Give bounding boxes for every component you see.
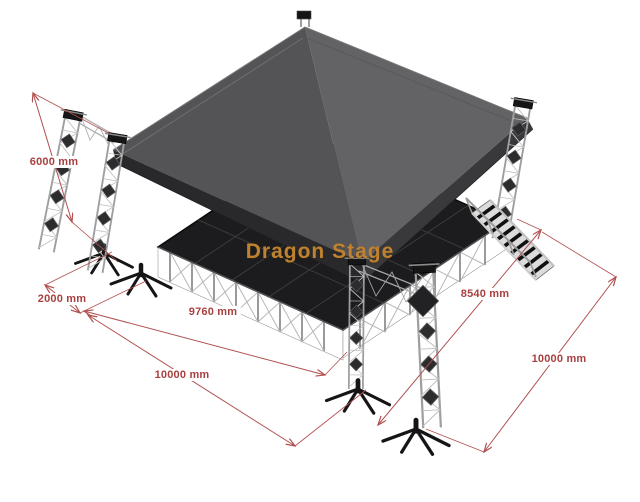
tower-base-front-center xyxy=(327,381,390,414)
dim-label-ground-span-right: 10000 mm xyxy=(528,353,590,365)
truss-tower-rear-left xyxy=(32,107,88,255)
dim-label-tower-height: 6000 mm xyxy=(26,156,82,168)
dim-label-stage-width: 9760 mm xyxy=(185,306,241,318)
roof-apex-truss-tip xyxy=(296,10,312,27)
dim-label-ground-span-front: 10000 mm xyxy=(151,369,213,381)
dim-label-outrigger-offset: 2000 mm xyxy=(34,293,90,305)
dim-label-stage-depth: 8540 mm xyxy=(457,288,513,300)
tower-base-front-right xyxy=(383,420,449,454)
watermark: Dragon Stage xyxy=(245,240,395,263)
